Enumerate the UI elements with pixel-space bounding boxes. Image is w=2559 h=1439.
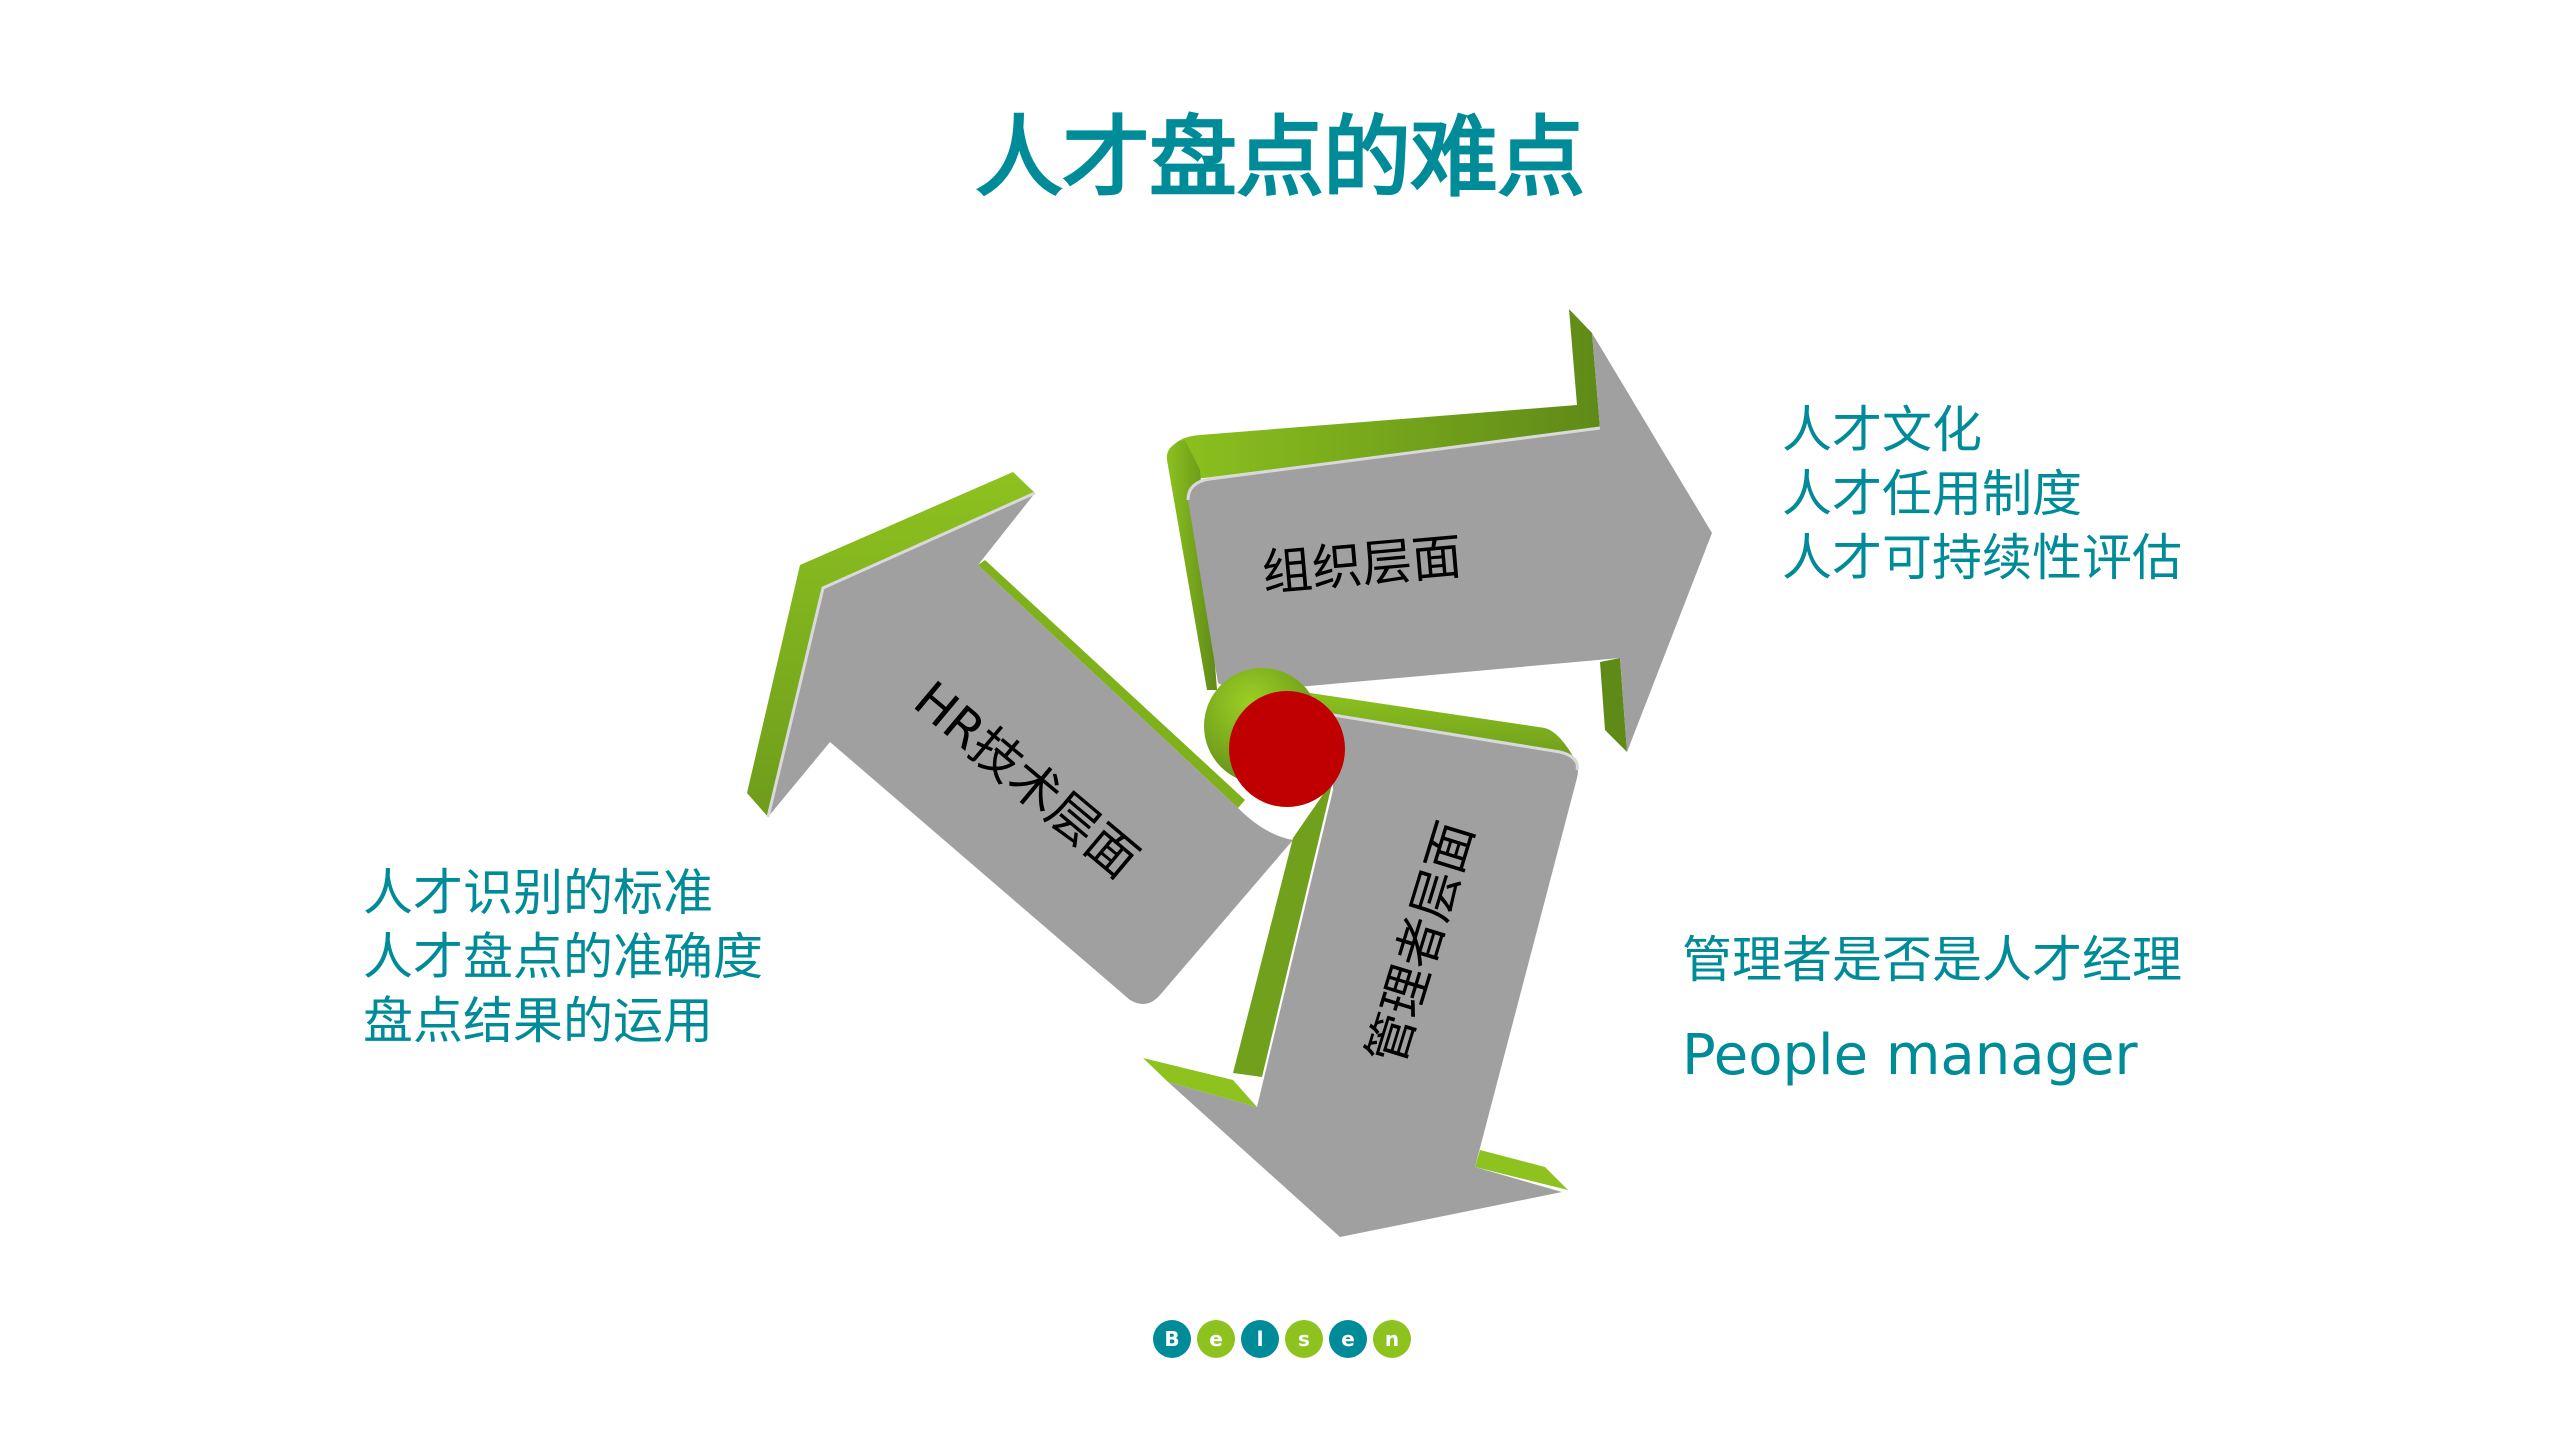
logo-letter: e (1197, 1320, 1235, 1358)
arrow-manager-side (1233, 780, 1333, 1077)
org-point: 人才任用制度 (1782, 465, 2082, 523)
arrow-hr-face (768, 493, 1293, 1004)
logo-letter: l (1241, 1320, 1279, 1358)
hr-point: 人才盘点的准确度 (363, 928, 763, 986)
arrow-org-side (1167, 309, 1600, 480)
manager-question: 管理者是否是人才经理 (1682, 931, 2182, 989)
hr-technical-points: 人才识别的标准 人才盘点的准确度 盘点结果的运用 (363, 861, 763, 1053)
org-point: 人才可持续性评估 (1782, 529, 2182, 587)
arrow-hr-side (747, 472, 1035, 817)
arrow-manager (1143, 690, 1579, 1237)
center-hub (1204, 668, 1345, 807)
logo-letter: s (1285, 1320, 1323, 1358)
arrow-hr-technical (747, 472, 1293, 1004)
arrow-hr-shaft-edge (978, 560, 1245, 808)
beisen-logo: B e l s e n (1153, 1320, 1411, 1358)
arrow-manager-face (1168, 715, 1578, 1237)
slide-title: 人才盘点的难点 (974, 106, 1585, 209)
manager-english: People manager (1682, 1023, 2138, 1088)
organization-points: 人才文化 人才任用制度 人才可持续性评估 (1782, 398, 2182, 590)
hr-point: 盘点结果的运用 (363, 992, 713, 1050)
logo-letter: B (1153, 1320, 1191, 1358)
arrow-org-face (1188, 333, 1712, 752)
org-point: 人才文化 (1782, 401, 1982, 459)
logo-letter: n (1373, 1320, 1411, 1358)
hub-red-circle (1229, 691, 1345, 807)
logo-letter: e (1329, 1320, 1367, 1358)
arrow-organization (1166, 309, 1712, 752)
hr-point: 人才识别的标准 (363, 864, 713, 922)
